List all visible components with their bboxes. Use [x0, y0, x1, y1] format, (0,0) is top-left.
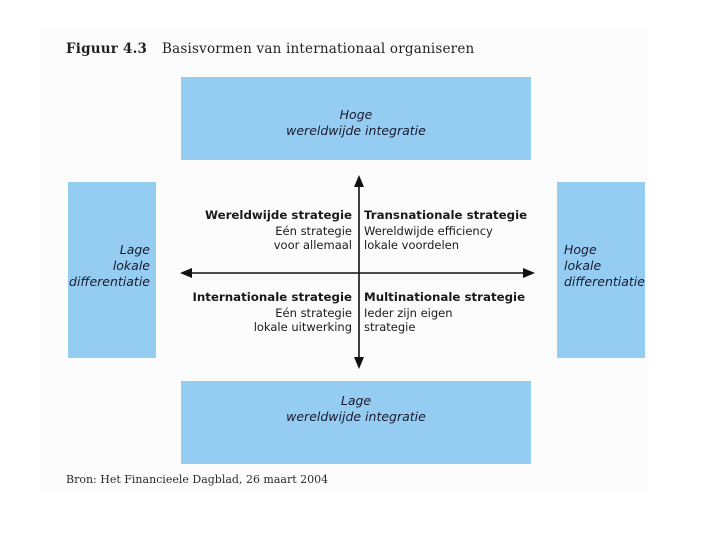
figure-title-number: Figuur 4.3	[66, 41, 148, 57]
quadrant-tr-title: Transnationale strategie	[364, 208, 528, 222]
band-top-line2: wereldwijde integratie	[286, 123, 426, 138]
band-right-line3: differentiatie	[564, 274, 645, 289]
figure-source-note: Bron: Het Financieele Dagblad, 26 maart …	[66, 473, 329, 486]
band-left-line2: lokale	[112, 258, 150, 273]
quadrant-multinationale-strategie: Multinationale strategie Ieder zijn eige…	[364, 290, 539, 335]
quadrant-tl-line1: Eén strategie	[275, 223, 352, 238]
band-bottom-line1: Lage	[340, 393, 372, 408]
quadrant-transnationale-strategie: Transnationale strategie Wereldwijde eff…	[364, 208, 539, 253]
horizontal-axis-arrow-icon	[180, 267, 535, 279]
figure-title-text: Basisvormen van internationaal organiser…	[162, 41, 475, 57]
band-left-line3: differentiatie	[69, 274, 150, 289]
quadrant-tr-line2: lokale voordelen	[364, 238, 459, 252]
quadrant-tr-line1: Wereldwijde efficiency	[364, 223, 493, 238]
quadrant-bl-line1: Eén strategie	[275, 305, 352, 320]
band-bottom-line2: wereldwijde integratie	[286, 409, 426, 424]
band-top-line1: Hoge	[339, 107, 373, 122]
quadrant-bl-title: Internationale strategie	[192, 290, 352, 304]
vertical-axis-arrow-icon	[353, 175, 365, 369]
quadrant-br-line1: Ieder zijn eigen	[364, 305, 453, 320]
band-right-line1: Hoge	[564, 242, 597, 257]
band-left-line1: Lage	[119, 242, 150, 257]
figure-title: Figuur 4.3 Basisvormen van internationaa…	[66, 41, 474, 57]
quadrant-br-title: Multinationale strategie	[364, 290, 526, 304]
quadrant-bl-line2: lokale uitwerking	[253, 320, 352, 334]
quadrant-br-line2: strategie	[364, 320, 416, 334]
quadrant-tl-title: Wereldwijde strategie	[204, 208, 352, 222]
quadrant-tl-line2: voor allemaal	[273, 238, 352, 252]
quadrant-wereldwijde-strategie: Wereldwijde strategie Eén strategie voor…	[190, 208, 352, 253]
quadrant-internationale-strategie: Internationale strategie Eén strategie l…	[185, 290, 352, 335]
band-right-line2: lokale	[564, 258, 602, 273]
